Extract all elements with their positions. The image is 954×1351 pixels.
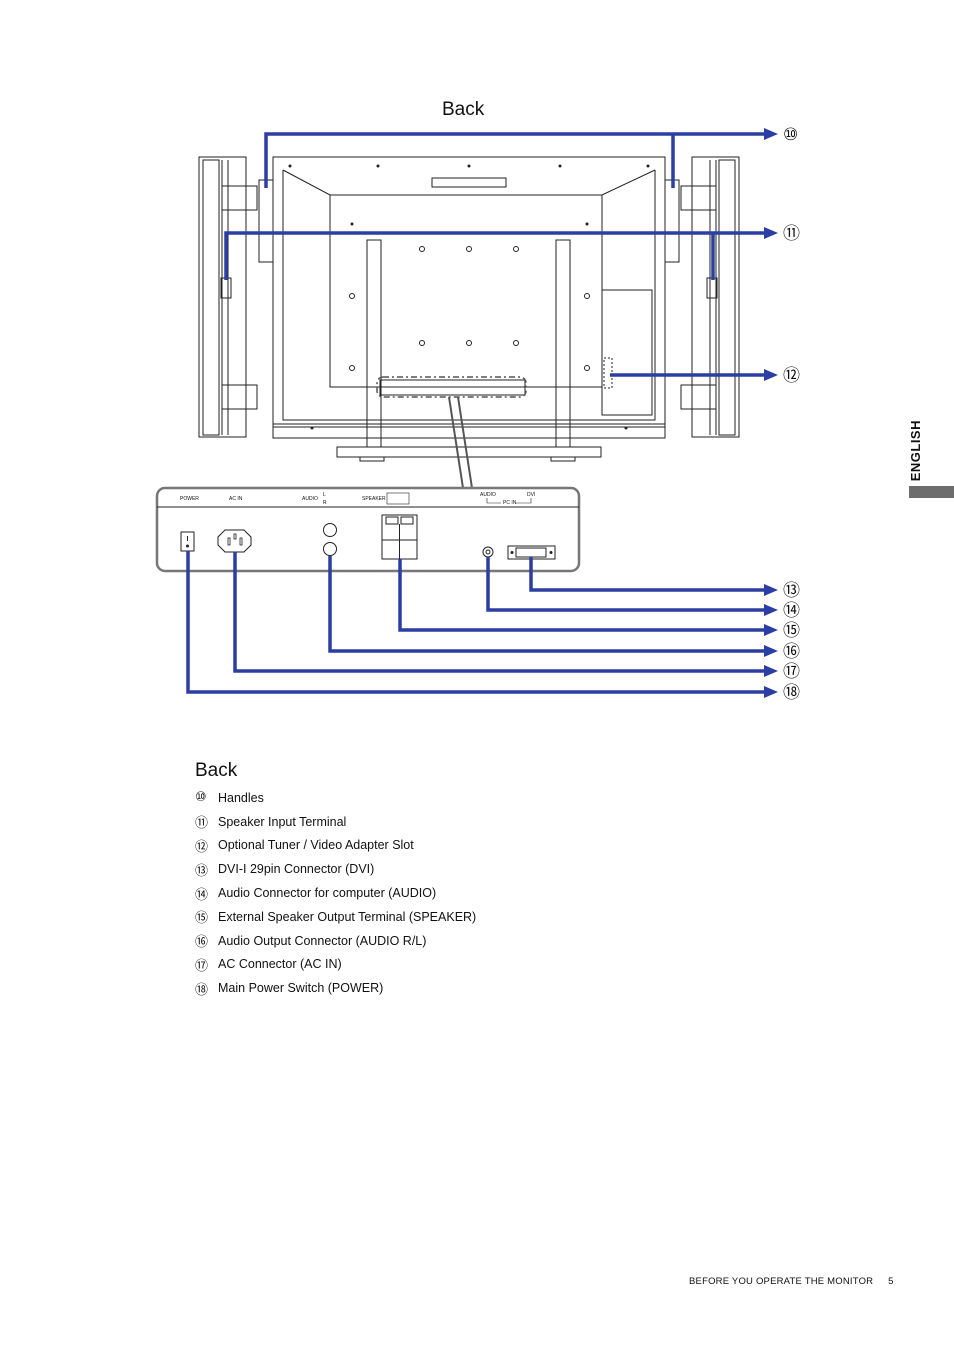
footer-section: BEFORE YOU OPERATE THE MONITOR: [689, 1276, 874, 1287]
right-handle: [664, 179, 680, 263]
legend-item: ⑫ Optional Tuner / Video Adapter Slot: [195, 834, 695, 858]
legend-list: ⑩ Handles ⑪ Speaker Input Terminal ⑫ Opt…: [195, 786, 695, 1000]
legend-item: ⑯ Audio Output Connector (AUDIO R/L): [195, 929, 695, 953]
left-stand-leg: [366, 239, 382, 448]
label-audio-out: AUDIO: [302, 496, 318, 502]
legend-number: ⑩: [195, 790, 207, 806]
leader-18: [186, 551, 766, 694]
legend-item: ⑮ External Speaker Output Terminal (SPEA…: [195, 905, 695, 929]
callout-16: ⑯: [783, 642, 800, 662]
legend-item: ⑱ Main Power Switch (POWER): [195, 976, 695, 1000]
callout-17: ⑰: [783, 662, 800, 682]
leader-14: [486, 557, 766, 612]
legend-item: ⑭ Audio Connector for computer (AUDIO): [195, 881, 695, 905]
legend-number: ⑱: [195, 982, 209, 998]
legend-number: ⑮: [195, 911, 209, 927]
leader-15: [398, 559, 766, 632]
legend-text: External Speaker Output Terminal (SPEAKE…: [218, 909, 477, 924]
legend-text: Speaker Input Terminal: [218, 814, 347, 829]
connector-detail-panel: POWER AC IN AUDIO L R SPEAKER AUDIO DVI …: [155, 486, 581, 573]
callout-14: ⑭: [783, 601, 800, 621]
label-audio-r: R: [323, 500, 327, 506]
right-stand-leg: [555, 239, 571, 448]
legend-text: Audio Connector for computer (AUDIO): [218, 886, 437, 901]
label-audio-in: AUDIO: [480, 492, 496, 498]
callout-11: ⑪: [783, 224, 800, 244]
power-switch: [180, 531, 195, 552]
audio-out-jack-l: [323, 523, 337, 537]
callout-10: ⑩: [783, 125, 798, 145]
legend-text: Main Power Switch (POWER): [218, 981, 384, 996]
right-side-frame: [691, 156, 740, 438]
language-tab: ENGLISH: [902, 420, 954, 500]
legend-item: ⑩ Handles: [195, 786, 695, 810]
legend-text: Handles: [218, 790, 264, 805]
callout-18: ⑱: [783, 683, 800, 703]
label-ac-in: AC IN: [229, 496, 243, 502]
legend-number: ⑭: [195, 887, 209, 903]
leader-11: [224, 231, 766, 280]
ac-inlet: [217, 529, 252, 553]
label-power: POWER: [180, 496, 199, 502]
language-label: ENGLISH: [908, 420, 923, 482]
legend-text: Audio Output Connector (AUDIO R/L): [218, 933, 427, 948]
callout-13: ⑬: [783, 581, 800, 601]
callout-15: ⑮: [783, 621, 800, 641]
legend-item: ⑪ Speaker Input Terminal: [195, 810, 695, 834]
legend-text: AC Connector (AC IN): [218, 957, 342, 972]
callout-12: ⑫: [783, 366, 800, 386]
legend-text: Optional Tuner / Video Adapter Slot: [218, 838, 414, 853]
back-panel-diagram: POWER AC IN AUDIO L R SPEAKER AUDIO DVI …: [155, 125, 800, 703]
page-number: 5: [888, 1276, 894, 1287]
language-bar: [909, 486, 954, 498]
legend-number: ⑫: [195, 839, 209, 855]
page-footer: BEFORE YOU OPERATE THE MONITOR 5: [689, 1276, 894, 1287]
label-dvi: DVI: [527, 492, 535, 498]
legend-title: Back: [195, 760, 238, 781]
legend-item: ⑰ AC Connector (AC IN): [195, 953, 695, 977]
left-side-frame: [198, 156, 247, 438]
leader-16: [328, 556, 766, 653]
legend-number: ⑬: [195, 863, 209, 879]
leader-13: [529, 557, 766, 592]
leader-10: [264, 132, 766, 188]
legend-number: ⑯: [195, 935, 209, 951]
left-handle: [258, 179, 274, 263]
legend-item: ⑬ DVI-I 29pin Connector (DVI): [195, 857, 695, 881]
diagram-title: Back: [442, 99, 485, 120]
leader-17: [233, 552, 766, 673]
monitor-body: [272, 156, 666, 428]
label-audio-l: L: [323, 492, 326, 498]
legend-number: ⑰: [195, 958, 209, 974]
legend-number: ⑪: [195, 816, 209, 832]
legend-text: DVI-I 29pin Connector (DVI): [218, 862, 375, 877]
label-pc-in: PC IN: [503, 500, 517, 506]
audio-out-jack-r: [323, 542, 337, 556]
label-speaker: SPEAKER: [362, 496, 386, 502]
